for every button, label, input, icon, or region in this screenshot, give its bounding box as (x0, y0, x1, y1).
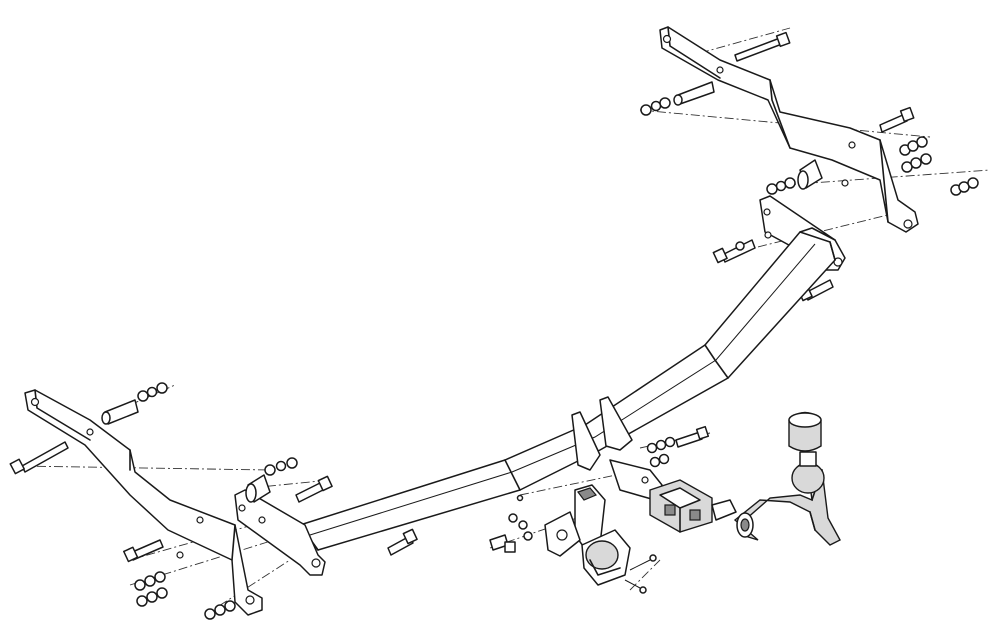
socket-bracket (489, 484, 606, 557)
left-side-plate (234, 489, 326, 576)
right-bracket-bolts (640, 31, 979, 196)
left-mounting-bracket (24, 389, 263, 616)
crossbar-tube (299, 227, 836, 551)
center-mount-bracket (571, 396, 710, 501)
tow-hook-holder (649, 479, 737, 533)
tow-ball (791, 451, 825, 494)
right-mounting-bracket (659, 26, 919, 233)
electrical-socket (581, 529, 657, 594)
tow-ball-cap (788, 411, 822, 452)
left-bracket-bolts (9, 382, 418, 620)
